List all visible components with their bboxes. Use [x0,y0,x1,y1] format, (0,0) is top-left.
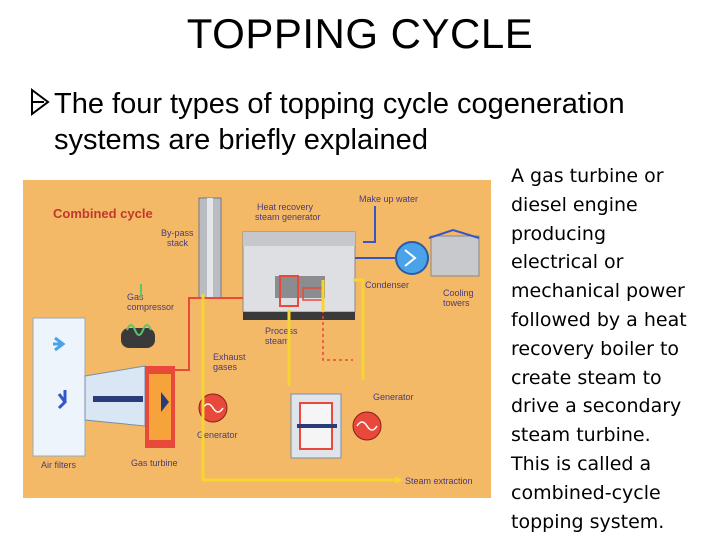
makeup-label: Make up water [359,194,418,204]
diagram-title: Combined cycle [53,206,153,221]
steam-line-right [353,278,365,380]
cooling-tower [430,235,480,277]
condenser [395,241,429,275]
exhaust-label-1: Exhaust [213,352,246,362]
exhaust-line [175,297,243,371]
steam-line-return [322,310,353,361]
gas-compressor [121,328,155,348]
bullet-point: The four types of topping cycle cogenera… [30,86,710,158]
gas-comp-label-1: Gas [127,292,144,302]
process-label-1: Process [265,326,298,336]
diagram-background [23,180,491,498]
bypass-label-1: By-pass [161,228,194,238]
combined-cycle-diagram: Combined cycle By-pass stack Heat recove… [23,180,491,498]
air-filters-label: Air filters [41,460,77,470]
bypass-label-2: stack [167,238,189,248]
air-filter-unit [32,317,86,457]
description-text: A gas turbine or diesel engine producing… [511,165,687,533]
generator-top-label: Generator [373,392,414,402]
steam-line-main [201,294,401,482]
arrow-bullet-icon [31,88,50,116]
bullet-text: The four types of topping cycle cogenera… [54,88,625,156]
makeup-water-line [363,206,376,243]
gas-comp-label-2: compressor [127,302,174,312]
cooling-label-1: Cooling [443,288,474,298]
hrsg-label-2: steam generator [255,212,321,222]
process-label-2: steam [265,336,290,346]
cooling-label-2: towers [443,298,470,308]
hrsg-label-1: Heat recovery [257,202,314,212]
generator-bottom-label: Generator [197,430,238,440]
steam-extraction-arrow [395,476,403,484]
exhaust-label-2: gases [213,362,238,372]
gas-turbine-label: Gas turbine [131,458,178,468]
slide-title: TOPPING CYCLE [186,10,534,57]
condenser-label: Condenser [365,280,409,290]
hrsg-coil [279,275,299,307]
steam-extraction-label: Steam extraction [405,476,473,486]
gas-line [126,324,152,336]
